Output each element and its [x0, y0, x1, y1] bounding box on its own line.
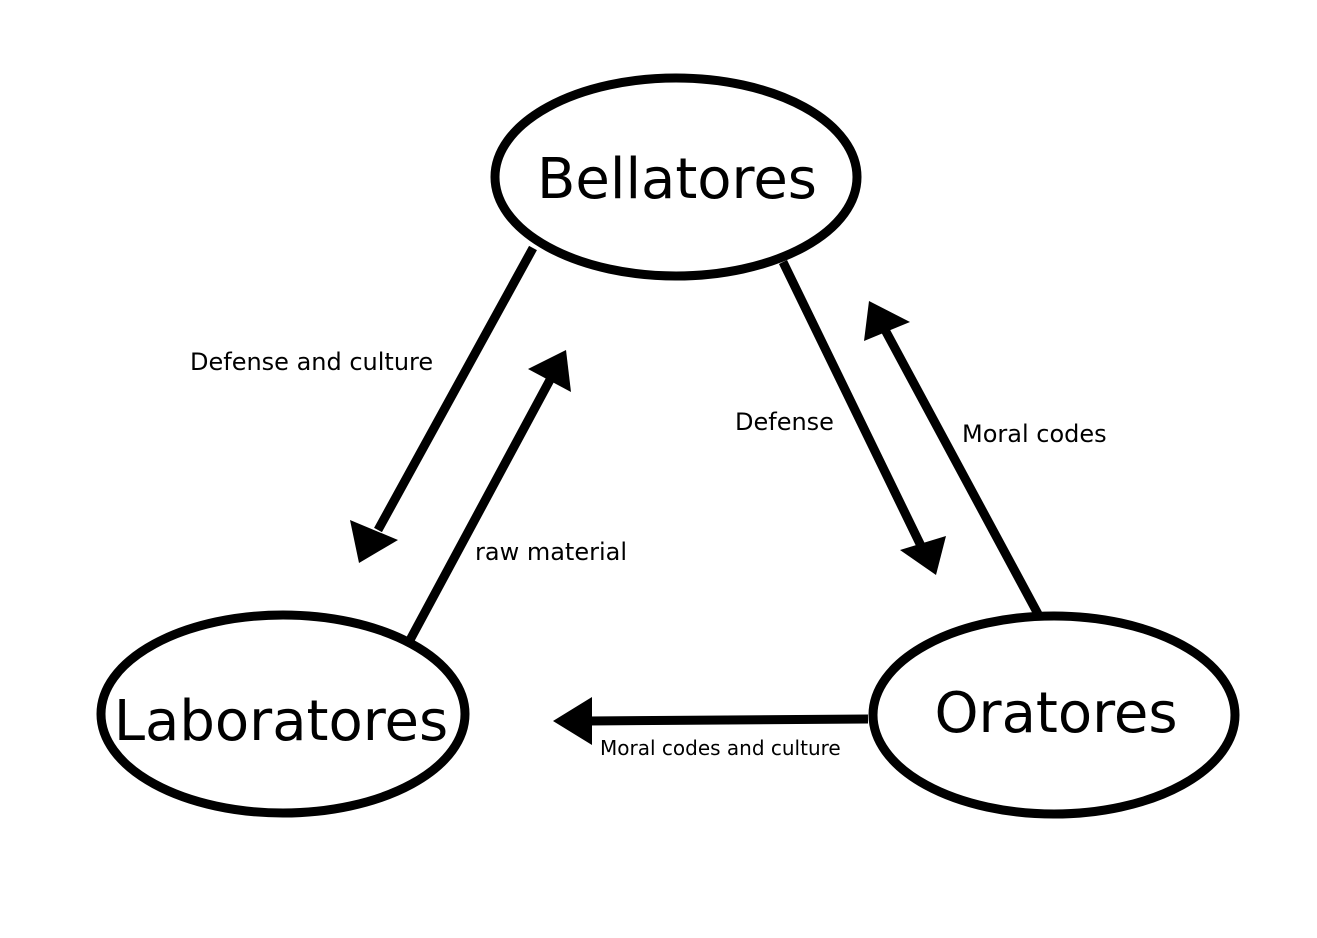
arrow-laboratores-to-bellatores	[406, 350, 571, 643]
label-raw-material: raw material	[475, 538, 627, 566]
bellatores-ellipse	[490, 73, 862, 281]
label-moral-codes-and-culture: Moral codes and culture	[600, 736, 841, 760]
node-oratores: Oratores	[868, 611, 1240, 819]
arrow-bellatores-to-laboratores	[350, 245, 537, 563]
arrow-bellatores-to-oratores	[778, 260, 946, 575]
laboratores-label: Laboratores	[114, 689, 448, 754]
node-laboratores: Laboratores	[96, 610, 470, 818]
oratores-ellipse	[868, 611, 1240, 819]
bellatores-label: Bellatores	[537, 147, 817, 212]
label-defense-and-culture: Defense and culture	[190, 348, 433, 376]
arrow-oratores-to-laboratores	[553, 697, 869, 745]
node-bellatores: Bellatores	[490, 73, 862, 281]
label-moral-codes: Moral codes	[962, 420, 1107, 448]
label-defense: Defense	[735, 408, 834, 436]
arrow-oratores-to-bellatores	[864, 301, 1042, 617]
laboratores-ellipse	[96, 610, 470, 818]
oratores-label: Oratores	[934, 681, 1177, 746]
